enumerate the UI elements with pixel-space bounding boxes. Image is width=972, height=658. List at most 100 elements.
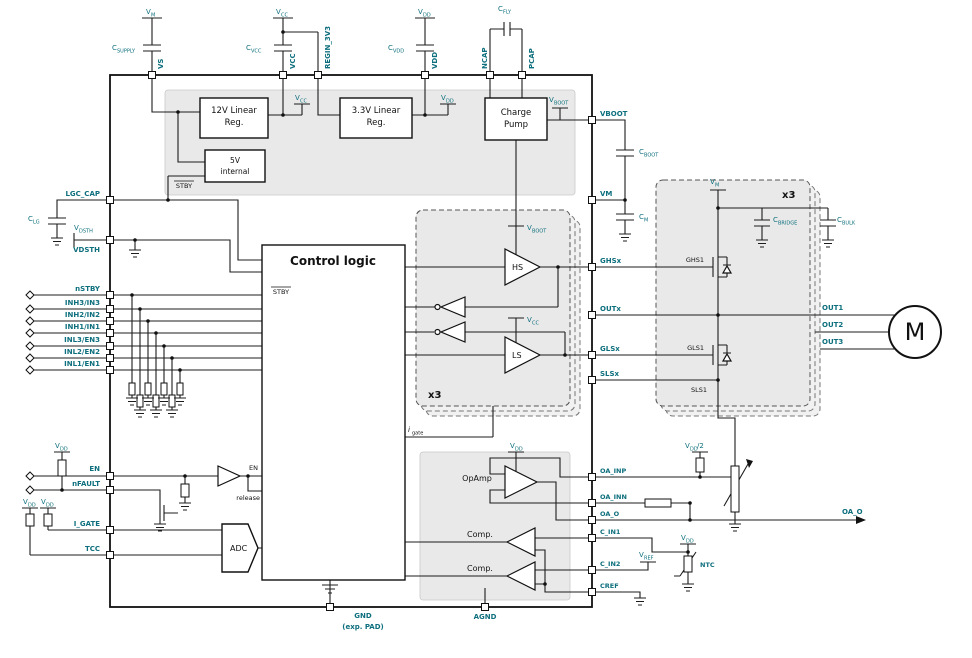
c-vdd-label: C [388,44,393,52]
en-signal-label: EN [249,464,258,472]
en-schmitt-buffer-icon [217,465,242,487]
c-bridge-label: C [773,216,778,224]
c-m-label: C [639,213,644,221]
c-lg-label: C [28,215,33,223]
pin-cref: CREF [600,582,619,590]
charge-pump-block [484,97,548,141]
vm-bridge-label: V [710,178,715,186]
pin-oa-inp: OA_INP [600,467,626,475]
c-supply-label: C [112,44,117,52]
pin-c-in2: C_IN2 [600,560,620,568]
control-logic-title: Control logic [290,254,376,268]
pin-vs: VS [157,59,165,69]
pin-lgc-cap: LGC_CAP [65,190,100,198]
charge-pump-title-line2: Pump [504,120,528,130]
c-vdd-sub: VDD [393,49,404,55]
vdd-half-sub: DD [690,447,698,453]
resistors [25,382,740,573]
pin-c-in1: C_IN1 [600,528,621,536]
pin-vm: VM [600,190,612,198]
oa-o-arrow-head [856,516,866,524]
net-ntc: NTC [700,561,715,569]
c-bulk-label: C [837,216,842,224]
pin-inl3: INL3/EN3 [64,336,100,344]
pin-en: EN [89,465,100,473]
pin-inh3: INH3/IN3 [65,299,100,307]
vcc-drv-sub: CC [532,321,539,327]
wires-left [34,199,262,410]
vcc-int-label: V [295,94,300,102]
vdd-tcc-sub: DD [28,503,36,509]
pin-oa-inn: OA_INN [600,493,627,501]
vdd-top-sub: DD [423,13,431,19]
net-out2: OUT2 [822,321,843,329]
vdd-int-label: V [441,94,446,102]
motor-label: M [905,318,926,346]
wires-en-fault-adc [22,451,262,556]
vdd-opamp-label: V [510,442,515,450]
pin-glsx: GLSx [600,345,620,353]
half-bridge-x3-stack [655,179,821,417]
net-labels: OUT1 OUT2 OUT3 OA_O NTC GHS1 GLS1 SLS1 [686,256,863,569]
pin-i-gate: I_GATE [74,520,100,528]
pin-tcc: TCC [85,545,100,553]
wires-driver-section [322,266,589,604]
comp1-label: Comp. [467,530,493,539]
vm-top-sub: M [151,13,155,19]
gate-sense-comparator-hs-icon [439,296,466,318]
pin-vdsth: VDSTH [73,246,100,254]
pin-vboot: VBOOT [600,110,628,118]
pin-inl1: INL1/EN1 [64,360,100,368]
pin-agnd: AGND [474,613,497,621]
pin-vcc: VCC [289,53,297,69]
vdd-half-suffix: /2 [697,442,704,450]
net-sls1: SLS1 [691,386,707,394]
vdsth-src-sub: DSTH [79,229,93,235]
gls1-body-diode-icon [721,352,733,362]
pin-inl2: INL2/EN2 [64,348,100,356]
adc-label: ADC [230,544,248,553]
vdd-en-sub: DD [60,447,68,453]
gate-driver-x3-stack [415,209,581,417]
pin-nfault: nFAULT [72,480,100,488]
gate-sense-comparator-ls-icon [439,321,466,343]
comp2-label: Comp. [467,564,493,573]
vboot-drv-sub: BOOT [532,229,547,235]
c-fly-sub: FLY [503,10,512,16]
c-bulk-sub: BULK [842,221,856,227]
vdd-top-label: V [418,8,423,16]
hs-driver-label: HS [512,263,523,272]
vdd-opamp-sub: DD [515,447,523,453]
vdd-half-label: V [685,442,690,450]
c-lg-sub: LG [33,220,40,226]
c-vcc-sub: VCC [251,49,262,55]
x3-bridge-label: x3 [782,190,795,201]
net-gls1: GLS1 [687,344,704,352]
vdd-ntc-sub: DD [686,539,694,545]
vdd-int-sub: DD [446,99,454,105]
pin-outx: OUTx [600,305,621,313]
pin-gnd: GND [354,612,372,620]
opamp-label: OpAmp [462,474,492,483]
ghs1-body-diode-icon [721,264,733,274]
c-bridge-sub: BRIDGE [778,221,797,227]
regulator-3v3-block [339,97,413,139]
i-gate-signal-sub: gate [412,431,423,437]
pin-oa-o: OA_O [600,510,620,518]
pin-inh1: INH1/IN1 [65,323,100,331]
net-out3: OUT3 [822,338,843,346]
wires-vboot-vm [596,119,634,234]
x3-driver-label: x3 [428,390,441,401]
vdd-igate-label: V [41,498,46,506]
vref-sub: REF [644,556,654,562]
vdd-ntc-label: V [681,534,686,542]
pin-gnd-exp-pad: (exp. PAD) [342,623,383,631]
opamp-icon [504,465,539,499]
c-supply-sub: SUPPLY [117,49,136,55]
net-out1: OUT1 [822,304,843,312]
vm-top-label: V [146,8,151,16]
input-terminals [25,290,35,495]
reg5-title-line2: internal [221,167,250,176]
net-oa-o-out: OA_O [842,508,863,516]
vref-label: V [639,551,644,559]
